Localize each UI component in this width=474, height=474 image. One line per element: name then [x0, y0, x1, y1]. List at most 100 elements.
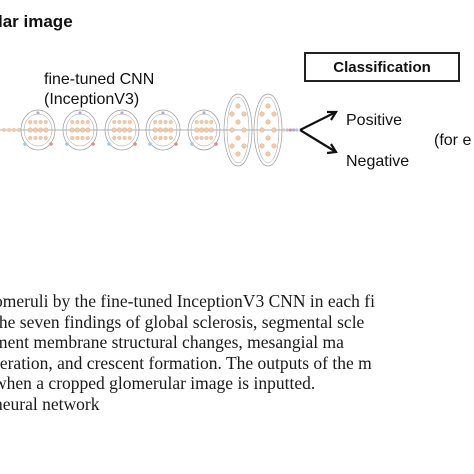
inception-block-outline: [226, 96, 250, 164]
layer-node: [241, 143, 247, 149]
layer-node: [235, 135, 241, 141]
layer-node: [122, 136, 127, 140]
layer-node: [33, 136, 38, 140]
layer-node: [168, 136, 173, 140]
layer-node: [194, 136, 199, 140]
layer-node: [265, 135, 271, 141]
layer-node: [199, 120, 204, 124]
inception-block-outline: [223, 93, 253, 167]
cnn-label: fine-tuned CNN (InceptionV3): [44, 70, 154, 110]
layer-node: [271, 127, 277, 133]
layer-node: [265, 103, 271, 109]
layer-node: [38, 136, 43, 140]
output-layer-node: [295, 128, 299, 132]
output-layer-node: [292, 128, 296, 132]
inception-network-diagram: [0, 93, 338, 167]
caption-line: ment membrane structural changes, mesang…: [0, 332, 344, 352]
layer-node: [194, 127, 200, 133]
layer-node: [70, 136, 75, 140]
layer-node: [229, 111, 235, 117]
layer-node: [80, 120, 85, 124]
layer-node: [28, 136, 33, 140]
layer-node: [43, 127, 49, 133]
cnn-label-line1: fine-tuned CNN: [44, 71, 155, 88]
layer-node: [168, 120, 173, 124]
layer-node: [209, 136, 214, 140]
classification-box: Classification: [304, 52, 460, 82]
layer-node: [194, 120, 199, 124]
layer-node: [74, 127, 80, 133]
layer-node: [152, 127, 158, 133]
layer-node: [168, 127, 174, 133]
caption-line: neural network: [0, 393, 100, 414]
stem-node: [17, 128, 21, 132]
layer-node: [75, 120, 80, 124]
layer-node: [85, 127, 91, 133]
layer-node: [38, 120, 43, 124]
layer-node: [117, 120, 122, 124]
layer-node: [153, 120, 158, 124]
layer-node: [204, 120, 209, 124]
caption-line: omeruli by the fine-tuned InceptionV3 CN…: [0, 291, 376, 311]
layer-node: [163, 127, 169, 133]
classification-label: Classification: [333, 58, 431, 76]
layer-node: [202, 111, 206, 115]
layer-node: [70, 120, 75, 124]
layer-node: [65, 142, 69, 146]
layer-node: [199, 127, 205, 133]
layer-node: [112, 120, 117, 124]
layer-node: [153, 136, 158, 140]
stem-node: [2, 128, 6, 132]
cnn-label-line2: (InceptionV3): [44, 91, 140, 108]
inception-block-outline: [256, 96, 280, 164]
output-positive: Positive: [346, 112, 403, 129]
layer-node: [259, 127, 265, 133]
layer-node: [209, 120, 214, 124]
layer-node: [85, 136, 90, 140]
layer-node: [148, 142, 152, 146]
output-note: (for e: [434, 132, 472, 149]
layer-node: [122, 120, 127, 124]
stem-node: [7, 128, 11, 132]
layer-node: [235, 151, 241, 157]
layer-node: [174, 142, 178, 146]
layer-node: [69, 127, 75, 133]
layer-node: [75, 136, 80, 140]
layer-node: [241, 111, 247, 117]
layer-node: [28, 120, 33, 124]
layer-node: [163, 120, 168, 124]
layer-node: [23, 142, 27, 146]
inception-block-outline: [187, 109, 221, 151]
layer-node: [127, 127, 133, 133]
layer-node: [241, 127, 247, 133]
output-negative: Negative: [346, 153, 410, 170]
arrow-head-negative: [326, 143, 338, 155]
output-layer-node: [282, 128, 286, 132]
layer-node: [122, 127, 128, 133]
arrow-to-positive: [299, 111, 337, 131]
layer-node: [208, 127, 214, 133]
layer-node: [229, 127, 235, 133]
layer-node: [43, 120, 48, 124]
layer-node: [199, 136, 204, 140]
network-layers: [0, 93, 299, 167]
stem-node: [12, 128, 16, 132]
layer-node: [259, 143, 265, 149]
layer-node: [117, 136, 122, 140]
caption-line: when a cropped glomerular image is input…: [0, 373, 316, 393]
inception-block-outline: [62, 109, 98, 151]
layer-node: [36, 111, 40, 115]
figure-caption: omeruli by the fine-tuned InceptionV3 CN…: [0, 291, 474, 414]
arrow-head-positive: [327, 110, 338, 121]
layer-node: [265, 119, 271, 125]
layer-node: [80, 127, 86, 133]
caption-line: the seven findings of global sclerosis, …: [0, 311, 365, 332]
layer-node: [38, 127, 44, 133]
layer-node: [157, 127, 163, 133]
layer-node: [78, 111, 82, 115]
layer-node: [111, 127, 117, 133]
layer-node: [33, 120, 38, 124]
layer-node: [49, 142, 53, 146]
figure-panel: lar image fine-tuned CNN (InceptionV3) C…: [0, 12, 472, 170]
arrow-to-negative: [299, 129, 337, 153]
